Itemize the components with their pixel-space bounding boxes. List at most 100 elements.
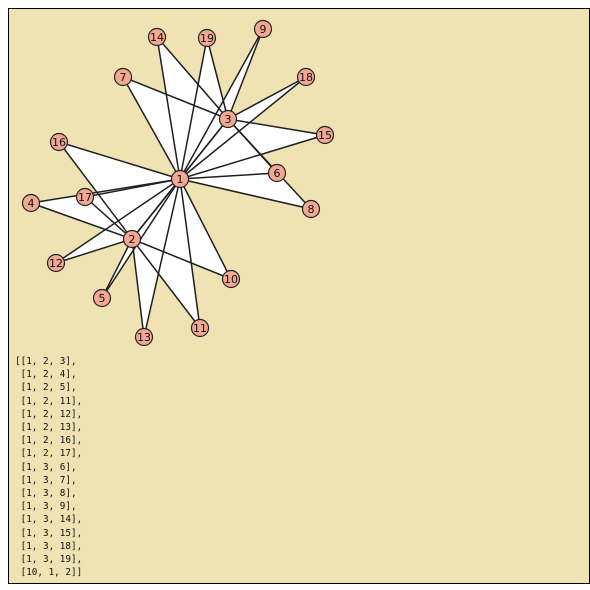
edge: [58, 141, 181, 180]
vertex-node: 12: [46, 253, 66, 273]
vertex-label: 18: [299, 71, 313, 84]
vertex-node: 5: [92, 288, 112, 308]
edge: [30, 202, 133, 240]
vertex-node: 1: [170, 169, 190, 189]
vertex-label: 15: [318, 129, 332, 142]
output-line: [1, 2, 16],: [15, 435, 83, 447]
edge: [179, 28, 264, 180]
vertex-circle: [46, 253, 66, 273]
vertex-label: 14: [150, 31, 164, 44]
output-line: [1, 2, 17],: [15, 448, 83, 460]
output-line: [10, 1, 2]]: [15, 567, 83, 579]
vertex-circle: [147, 27, 167, 47]
vertex-node: 15: [315, 125, 335, 145]
vertex-circle: [113, 67, 133, 87]
output-line: [[1, 2, 3],: [15, 356, 77, 367]
vertex-label: 9: [260, 23, 267, 36]
vertex-node: 17: [75, 187, 95, 207]
vertex-label: 12: [49, 257, 63, 270]
edge: [58, 141, 133, 240]
vertex-circle: [49, 132, 69, 152]
vertex-label: 10: [224, 273, 238, 286]
vertex-node: 10: [221, 269, 241, 289]
vertex-label: 16: [52, 136, 66, 149]
vertex-circle: [253, 19, 273, 39]
triangle-face: [132, 179, 231, 279]
output-line: [1, 2, 4],: [15, 369, 77, 381]
output-line: [1, 3, 18],: [15, 540, 83, 552]
vertex-node: 8: [301, 199, 321, 219]
vertex-circle: [92, 288, 112, 308]
vertex-circle: [190, 318, 210, 338]
edge: [179, 178, 232, 280]
vertex-circle: [122, 229, 142, 249]
vertex-label: 17: [78, 191, 92, 204]
vertex-label: 7: [120, 71, 127, 84]
edge: [84, 178, 181, 198]
vertex-node: 7: [113, 67, 133, 87]
edge: [179, 178, 312, 210]
edge: [179, 172, 278, 180]
vertex-circle: [218, 109, 238, 129]
edge: [179, 37, 208, 180]
vertex-circle: [21, 193, 41, 213]
vertex-node: 13: [134, 327, 154, 347]
vertex-label: 2: [129, 233, 136, 246]
edge: [131, 238, 145, 338]
vertex-label: 1: [177, 173, 184, 186]
edge: [156, 36, 181, 180]
output-line: [1, 3, 6],: [15, 461, 77, 473]
edge: [206, 37, 229, 120]
output-line: [1, 3, 8],: [15, 488, 77, 500]
edge: [179, 178, 201, 329]
output-line: [1, 2, 13],: [15, 422, 83, 434]
edge: [227, 76, 307, 120]
vertex-circle: [315, 125, 335, 145]
vertex-node: 14: [147, 27, 167, 47]
edge: [122, 76, 229, 120]
vertex-circle: [301, 199, 321, 219]
edge: [131, 238, 232, 280]
output-line: [1, 2, 5],: [15, 382, 77, 394]
edge: [122, 76, 181, 180]
vertex-node: 18: [296, 67, 316, 87]
vertex-node: 9: [253, 19, 273, 39]
vertex-node: 2: [122, 229, 142, 249]
edge: [84, 196, 133, 240]
edge: [227, 118, 326, 136]
output-line: [1, 3, 15],: [15, 527, 83, 539]
vertex-label: 19: [200, 32, 214, 45]
edge: [179, 76, 307, 180]
vertex-circle: [296, 67, 316, 87]
vertex-label: 13: [137, 331, 151, 344]
vertex-label: 4: [28, 197, 35, 210]
vertex-node: 11: [190, 318, 210, 338]
output-line: [1, 3, 14],: [15, 514, 83, 526]
triangle-list-output: [[1, 2, 3], [1, 2, 4], [1, 2, 5], [1, 2,…: [15, 355, 82, 579]
output-line: [1, 2, 12],: [15, 408, 83, 420]
output-line: [1, 3, 19],: [15, 554, 83, 566]
vertex-label: 6: [274, 167, 281, 180]
vertex-circle: [197, 28, 217, 48]
vertex-circle: [170, 169, 190, 189]
output-line: [1, 3, 7],: [15, 474, 77, 486]
edge: [143, 178, 181, 338]
edge: [131, 238, 201, 329]
vertex-circle: [267, 163, 287, 183]
edge: [101, 238, 133, 299]
triangle-face: [85, 179, 180, 239]
vertex-label: 11: [193, 322, 207, 335]
vertex-node: 19: [197, 28, 217, 48]
output-line: [1, 2, 11],: [15, 395, 83, 407]
edge: [227, 118, 312, 210]
vertex-node: 6: [267, 163, 287, 183]
vertex-node: 3: [218, 109, 238, 129]
vertex-circle: [221, 269, 241, 289]
edge: [55, 238, 133, 264]
edge: [227, 28, 264, 120]
vertex-label: 5: [99, 292, 106, 305]
output-line: [1, 3, 9],: [15, 501, 77, 513]
